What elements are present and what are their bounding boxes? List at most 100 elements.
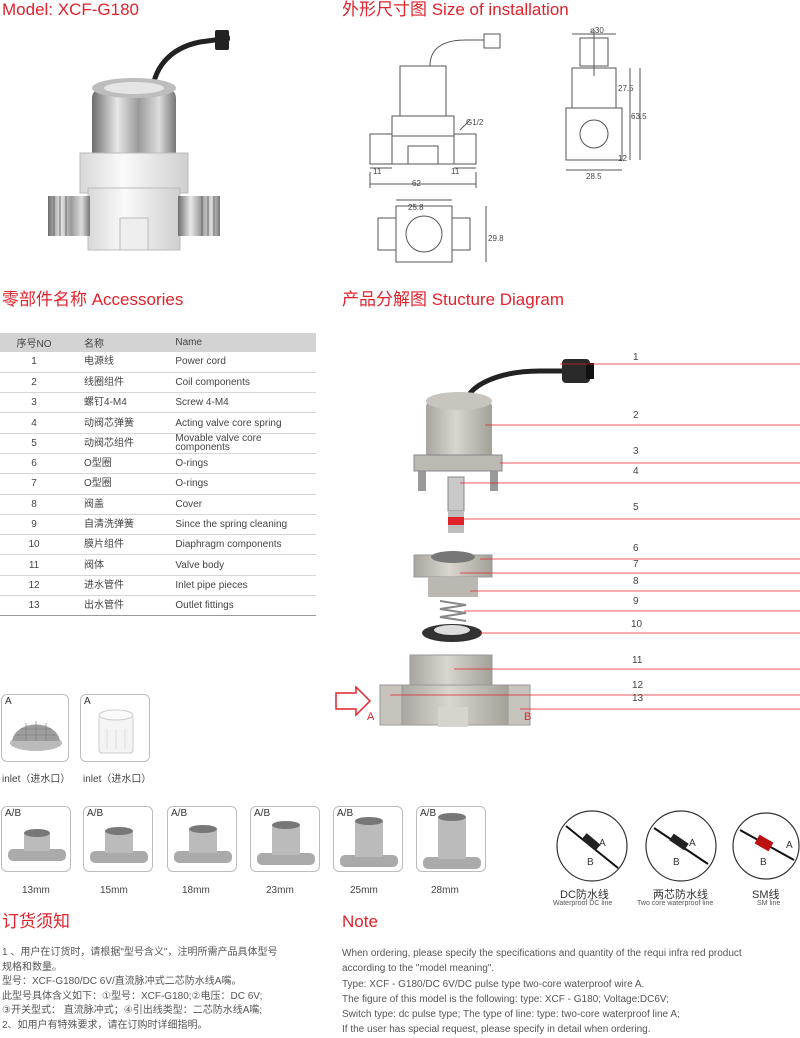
fitting-size: 15mm xyxy=(100,885,128,896)
wire-sub-twocore: Two core waterproof line xyxy=(637,900,714,907)
note-line: Type: XCF - G180/DC 6V/DC pulse type two… xyxy=(342,978,645,990)
fitting-card: A/B xyxy=(1,806,71,872)
plastic-filter-icon xyxy=(98,709,134,754)
cell-cn: 进水管件 xyxy=(68,575,163,597)
cell-cn: 膜片组件 xyxy=(68,534,163,556)
note-line: Switch type: dc pulse type; The type of … xyxy=(342,1009,680,1021)
cell-cn: 动阀芯弹簧 xyxy=(68,412,163,434)
dim-phi30: ø30 xyxy=(590,26,604,35)
wire-title-twocore: 两芯防水线 xyxy=(653,889,708,901)
fitting-size: 13mm xyxy=(22,885,50,896)
wire-label-a: A xyxy=(599,838,606,849)
wire-label-a: A xyxy=(786,840,793,851)
cell-name: O-rings xyxy=(162,473,316,495)
wire-label-a: A xyxy=(689,838,696,849)
inlet-card-mesh: A xyxy=(1,694,69,762)
cell-cn: 自清洗弹簧 xyxy=(68,514,163,536)
dim-11-right: 11 xyxy=(451,167,460,176)
structure-title: 产品分解图 Stucture Diagram xyxy=(342,290,564,309)
wire-label-b: B xyxy=(587,857,594,868)
accessories-title: 零部件名称 Accessories xyxy=(2,290,184,309)
fitting-card: A/B xyxy=(333,806,403,872)
cell-no: 6 xyxy=(0,453,69,475)
cell-name: Outlet fittings xyxy=(162,595,316,617)
cell-name: Since the spring cleaning xyxy=(162,514,316,536)
inlet-tag: A xyxy=(84,696,91,707)
dim-28-5: 28.5 xyxy=(586,172,602,181)
wire-label-b: B xyxy=(760,857,767,868)
fitting-icon xyxy=(90,827,148,863)
order-line: 1 、用户在订货时，请根据"型号含义"，注明所需产品具体型号 xyxy=(2,947,278,958)
order-notes-cn: 1 、用户在订货时，请根据"型号含义"，注明所需产品具体型号 规格和数量。 型号… xyxy=(2,946,337,1033)
cell-name: Inlet pipe pieces xyxy=(162,575,316,597)
cell-cn: 出水管件 xyxy=(68,595,163,617)
order-notes-en: When ordering, please specify the specif… xyxy=(342,946,800,1038)
model-title: Model: XCF-G180 xyxy=(2,0,139,19)
callout-number: 3 xyxy=(633,446,639,457)
fitting-icon xyxy=(174,825,232,863)
callout-number: 13 xyxy=(632,693,644,704)
order-line: 此型号具体含义如下：①型号：XCF-G180;②电压：DC 6V; xyxy=(2,990,263,1002)
fitting-icon xyxy=(340,817,398,867)
flow-label-b: B xyxy=(524,711,532,723)
fitting-tag: A/B xyxy=(254,808,271,819)
cell-cn: 阀体 xyxy=(68,554,163,576)
fitting-card: A/B xyxy=(416,806,486,872)
exploded-diagram xyxy=(335,359,800,727)
inlet-caption: inlet（进水口） xyxy=(83,774,152,785)
dim-12: 12 xyxy=(618,154,627,163)
cell-name: Power cord xyxy=(162,352,316,373)
wire-label-b: B xyxy=(673,857,680,868)
callout-number: 10 xyxy=(631,619,643,630)
cell-name: O-rings xyxy=(162,453,316,475)
cell-name: Coil components xyxy=(162,372,316,394)
inlet-tag: A xyxy=(5,696,12,707)
order-line: ③开关型式： 直流脉冲式；④引出线类型：二芯防水线A嘴; xyxy=(2,1005,263,1016)
dim-27-5: 27.5 xyxy=(618,84,634,93)
callout-number: 8 xyxy=(633,576,639,587)
col-header-name: Name xyxy=(162,333,316,352)
cell-cn: O型圈 xyxy=(68,453,163,475)
fitting-size: 18mm xyxy=(182,885,210,896)
fitting-icon xyxy=(423,813,481,869)
cell-no: 10 xyxy=(0,534,69,556)
callout-number: 1 xyxy=(633,352,639,363)
installation-drawing xyxy=(369,30,641,263)
wire-sub-dc: Waterproof DC line xyxy=(553,900,613,907)
cell-no: 12 xyxy=(0,575,69,597)
cell-cn: 动阀芯组件 xyxy=(68,433,163,454)
dim-g12: G1/2 xyxy=(466,118,484,127)
fitting-tag: A/B xyxy=(87,808,104,819)
table-header-row: 序号NO 名称 Name xyxy=(0,333,316,352)
wire-title-dc: DC防水线 xyxy=(560,889,609,901)
flow-label-a: A xyxy=(367,711,375,723)
valve-product-photo xyxy=(48,30,230,251)
cell-no: 8 xyxy=(0,494,69,515)
dim-25-8: 25.8 xyxy=(408,203,424,212)
dim-62: 62 xyxy=(412,179,421,188)
callout-number: 9 xyxy=(633,596,639,607)
order-line: 规格和数量。 xyxy=(2,961,62,973)
dim-63-5: 63.5 xyxy=(631,112,647,121)
note-line: When ordering, please specify the specif… xyxy=(342,948,742,959)
cell-cn: 线圈组件 xyxy=(68,372,163,394)
note-line: The figure of this model is the followin… xyxy=(342,993,670,1005)
order-title: 订货须知 xyxy=(2,912,70,931)
cell-cn: O型圈 xyxy=(68,473,163,495)
dim-11-left: 11 xyxy=(373,167,382,176)
fitting-card: A/B xyxy=(250,806,320,872)
cell-no: 11 xyxy=(0,554,69,576)
dim-29-8: 29.8 xyxy=(488,234,504,243)
fitting-size: 25mm xyxy=(350,885,378,896)
mesh-filter-icon xyxy=(10,721,62,751)
